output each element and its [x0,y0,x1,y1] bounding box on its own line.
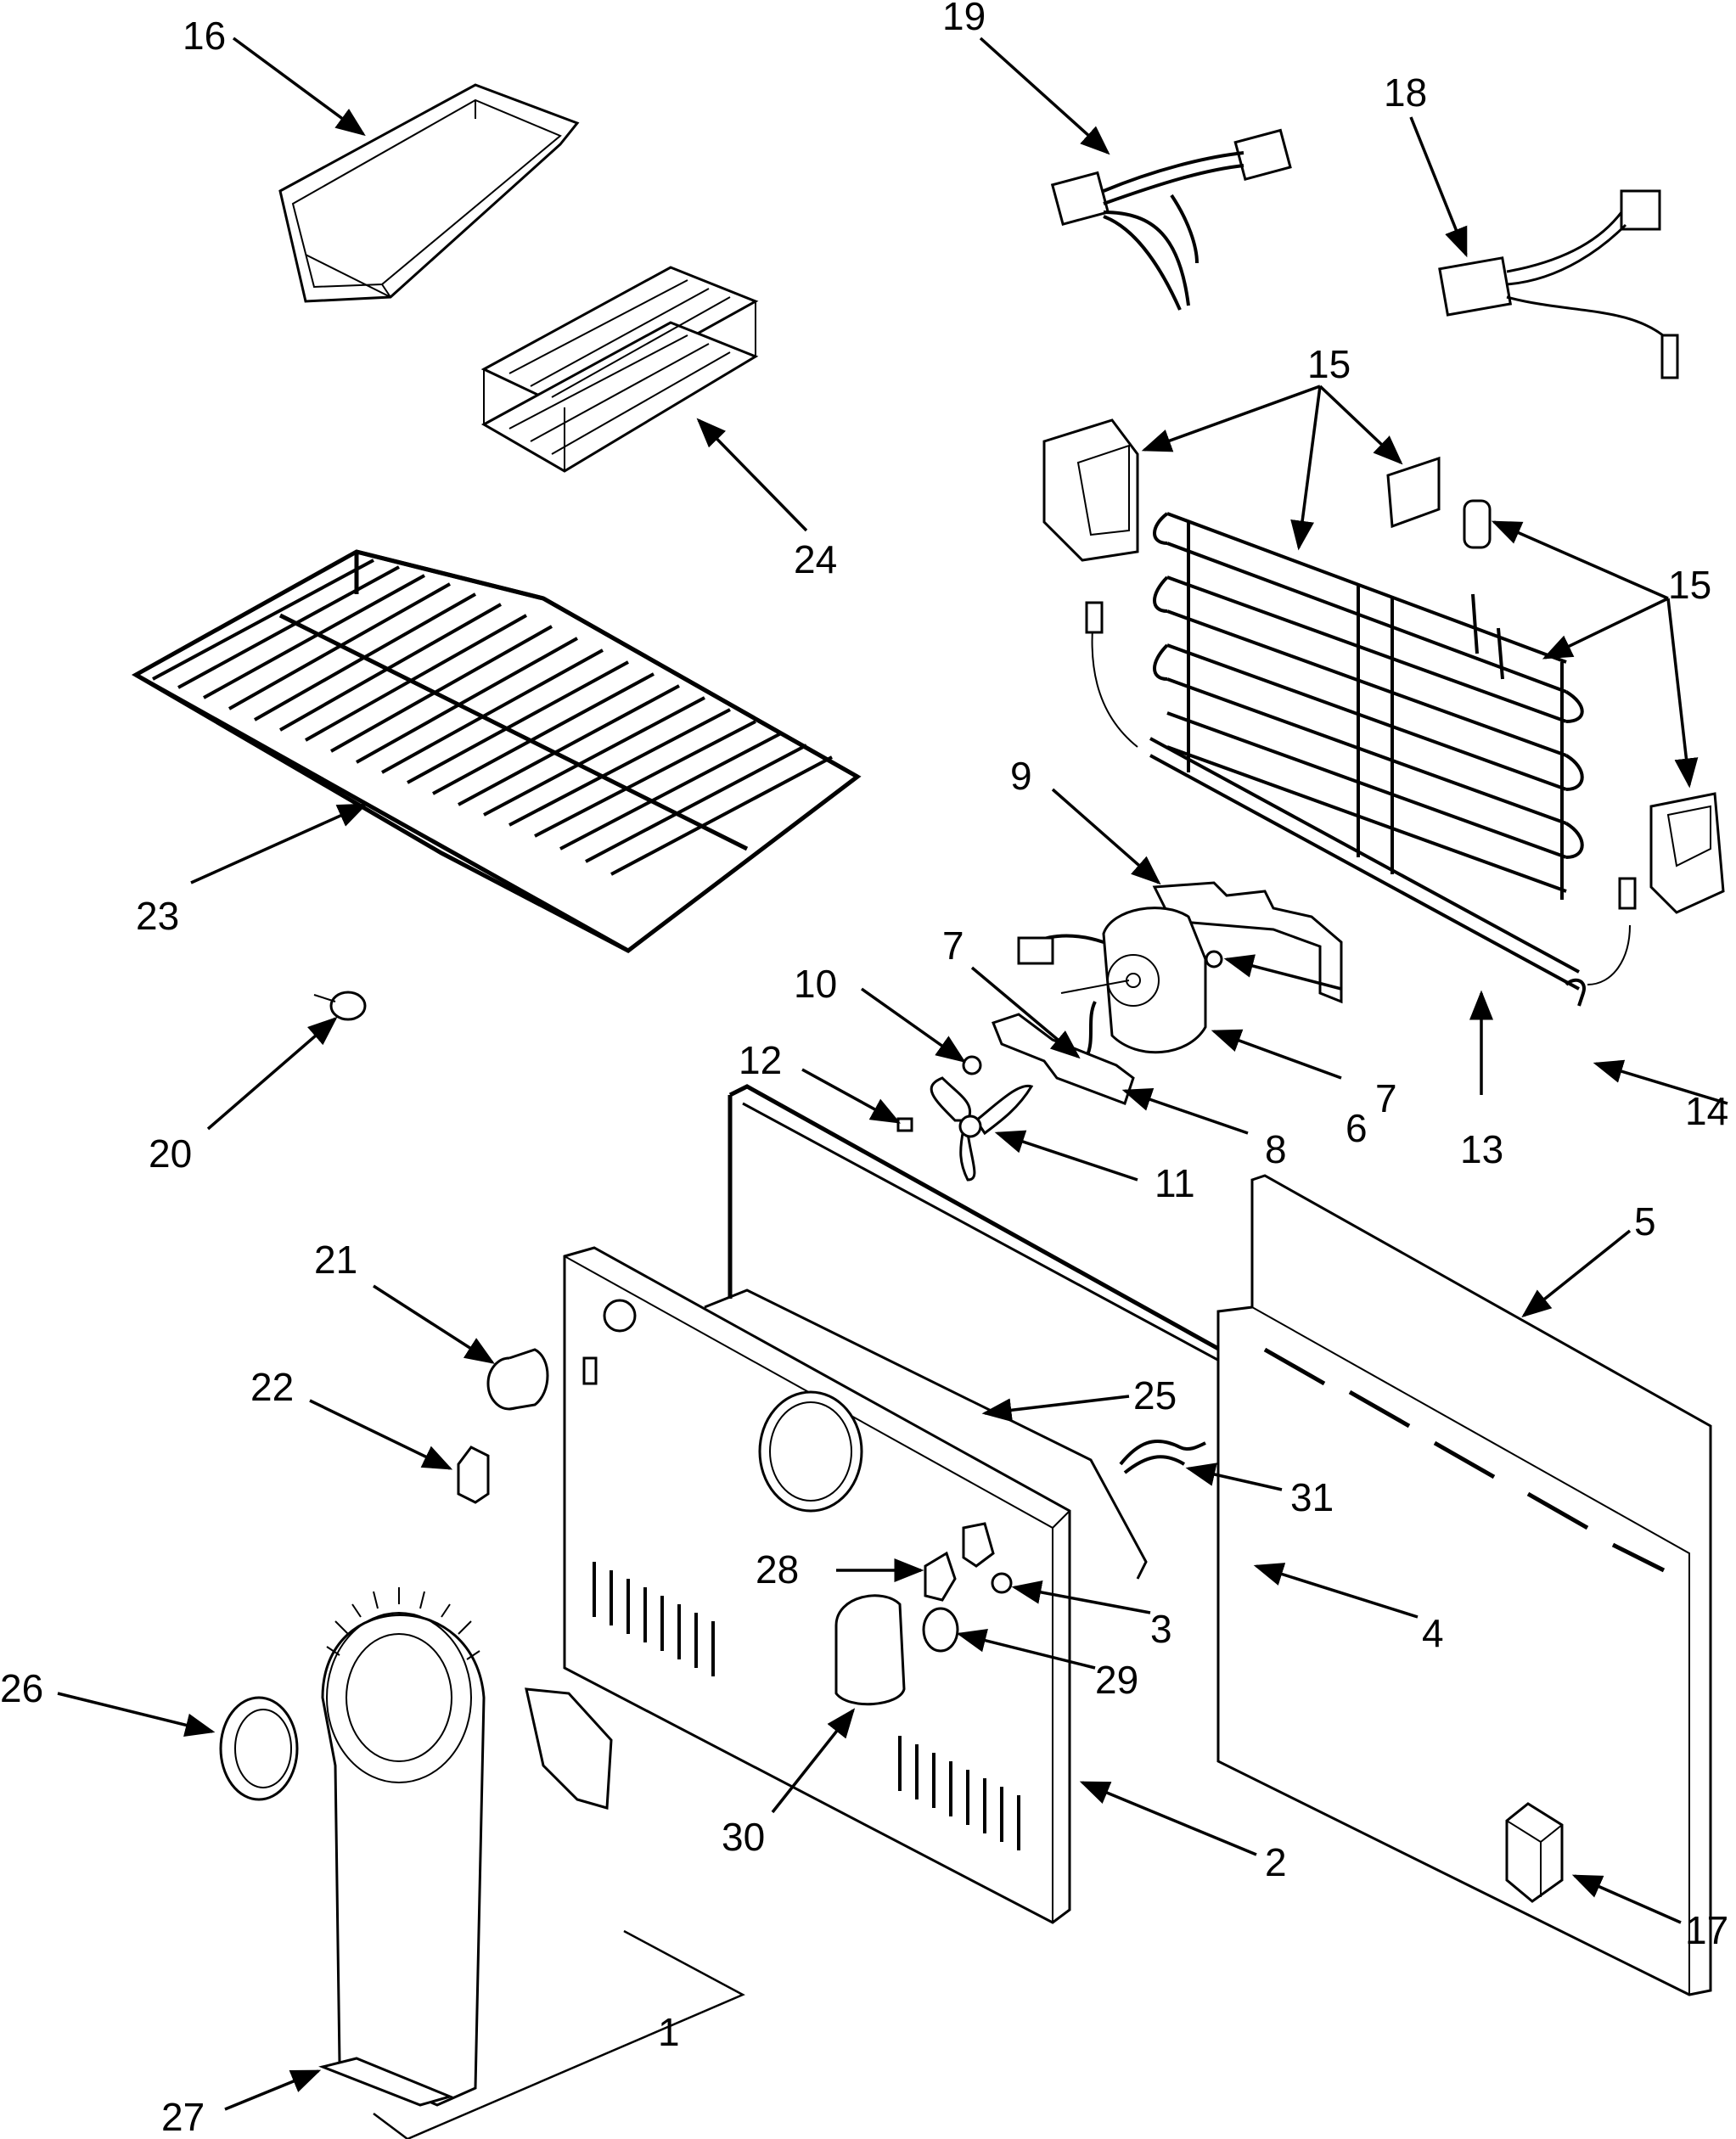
part-2-rear-panel [563,1246,1071,1924]
part-16-ice-bin [278,83,580,303]
part-27-pad [318,2057,454,2107]
callout-3: 3 [1150,1607,1172,1651]
callout-28: 28 [756,1547,799,1592]
part-24-ice-trays [480,266,759,473]
callout-7-right: 7 [1375,1076,1397,1120]
callout-23: 23 [136,894,179,938]
callout-21: 21 [314,1238,357,1282]
part-15-evaporator [1042,418,1725,914]
callout-30: 30 [722,1815,765,1859]
callout-11: 11 [1155,1161,1195,1205]
callout-18: 18 [1384,70,1427,115]
part-12-clip [896,1117,913,1132]
part-9-bracket [1152,881,1343,1004]
callout-13: 13 [1460,1127,1503,1171]
part-17-switch [1505,1802,1564,1903]
part-23-wire-shelf [131,549,862,953]
callout-25: 25 [1133,1373,1177,1418]
part-5-channel [1216,1174,1712,1996]
part-18-sensor-harness [1438,189,1679,379]
part-20-plug [313,991,367,1021]
callout-15-top: 15 [1307,342,1351,386]
part-3-screw [991,1572,1013,1594]
leader-lines [57,36,1728,2111]
callout-27: 27 [161,2095,205,2139]
part-1-bracket-lines [373,1929,745,2139]
callout-22: 22 [250,1365,294,1409]
callout-17: 17 [1685,1908,1728,1952]
callout-2: 2 [1265,1840,1287,1884]
part-26-ring [219,1696,299,1801]
part-28-lamp-socket [924,1522,995,1602]
part-11-fan-blade [930,1076,1034,1182]
callout-29: 29 [1095,1658,1138,1702]
callout-19: 19 [942,0,986,38]
part-29-light-bulb [922,1607,959,1653]
callout-12: 12 [739,1038,782,1082]
callout-10: 10 [794,962,837,1006]
part-6-fan-motor [1017,907,1223,1058]
callout-31: 31 [1290,1475,1334,1519]
part-19-wire-harness [1050,128,1292,311]
callout-6: 6 [1346,1106,1368,1150]
callout-8: 8 [1265,1127,1287,1171]
callout-14: 14 [1685,1089,1728,1133]
callout-1: 1 [658,2010,680,2054]
callout-16: 16 [183,14,226,58]
callout-5: 5 [1634,1199,1656,1244]
part-13-defrost-heater [1085,601,1637,991]
part-30-lamp-shield [834,1594,906,1706]
callout-9: 9 [1010,754,1032,798]
part-31-wire [1119,1439,1206,1474]
callout-20: 20 [149,1131,192,1176]
callout-7-left: 7 [942,924,964,968]
callout-24: 24 [794,537,837,581]
part-21-knob [486,1348,549,1411]
part-10-screw [962,1055,982,1075]
callout-26: 26 [0,1666,43,1710]
callout-4: 4 [1422,1611,1444,1655]
part-14-clip [1565,978,1586,1007]
part-22-plug [457,1446,490,1504]
part-1-air-duct [321,1587,613,2107]
callout-15-right: 15 [1668,563,1711,607]
